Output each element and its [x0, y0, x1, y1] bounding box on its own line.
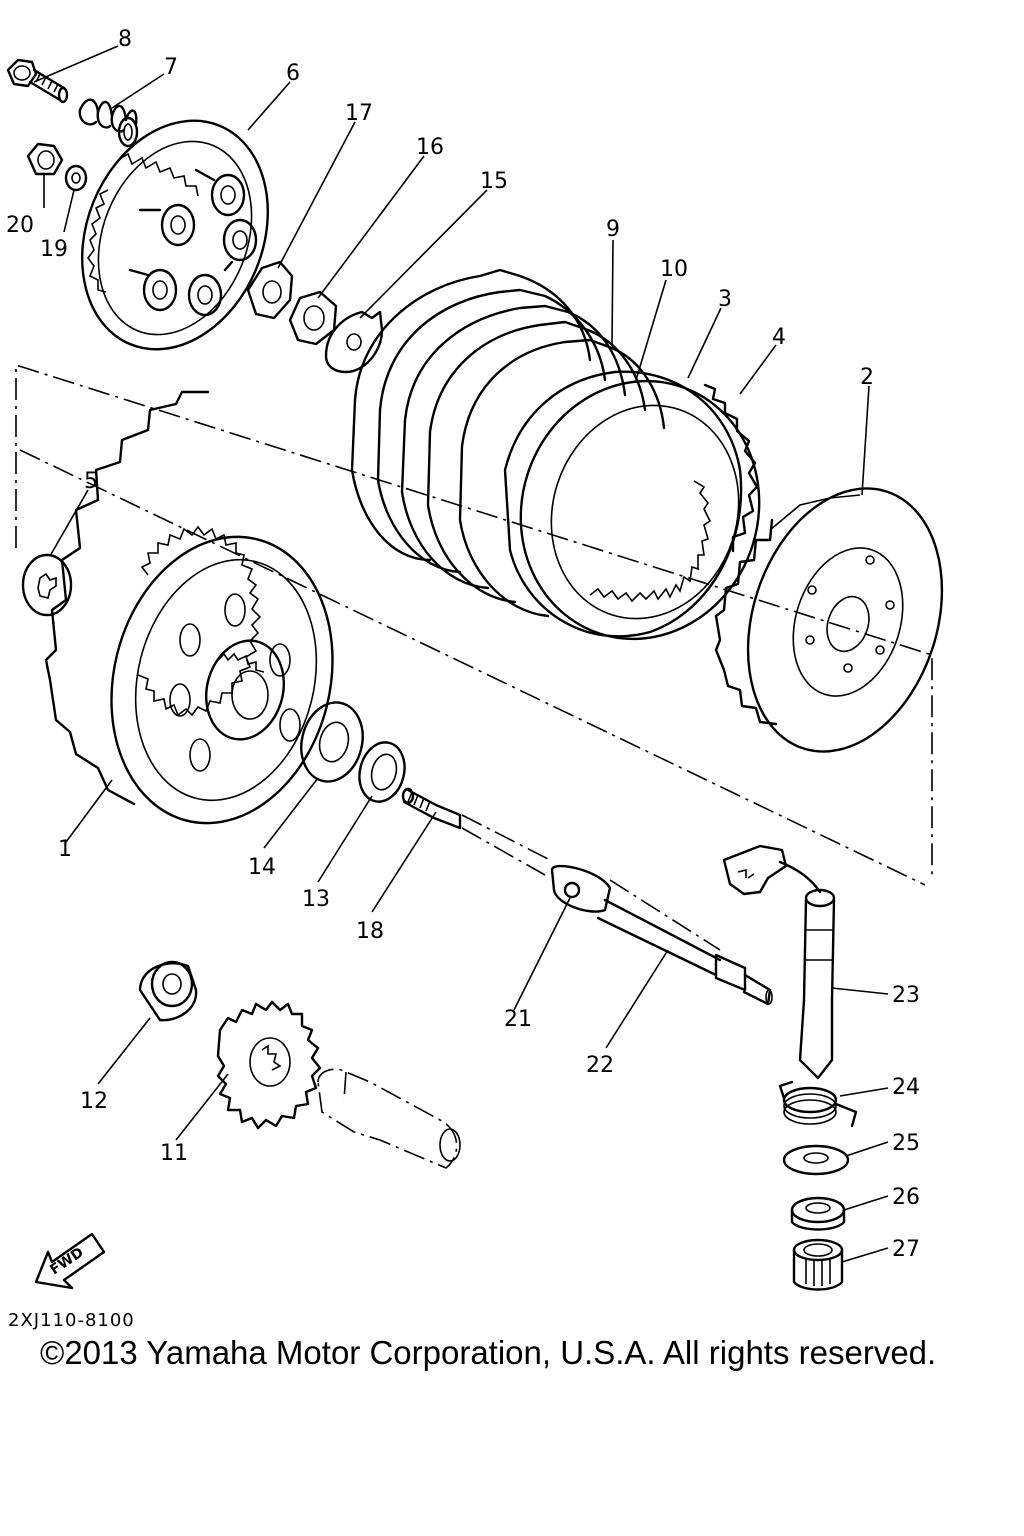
label-part-3[interactable]: 3 [718, 287, 732, 312]
part-27-bearing[interactable] [792, 1238, 844, 1291]
label-part-20[interactable]: 20 [6, 213, 34, 238]
part-22-push-rod-long[interactable] [550, 864, 773, 1006]
label-part-25[interactable]: 25 [892, 1131, 920, 1156]
fwd-arrow: FWD [34, 1232, 106, 1290]
copyright-notice: ©2013 Yamaha Motor Corporation, U.S.A. A… [40, 1334, 937, 1371]
part-24-spring[interactable] [778, 1080, 858, 1128]
label-part-11[interactable]: 11 [160, 1141, 188, 1166]
label-part-17[interactable]: 17 [345, 101, 373, 126]
label-part-7[interactable]: 7 [164, 55, 178, 80]
assembly-boundary [15, 363, 933, 886]
clutch-plate-stack[interactable] [350, 268, 792, 670]
part-23-push-lever[interactable] [722, 844, 836, 1080]
label-part-18[interactable]: 18 [356, 919, 384, 944]
part-18-push-rod[interactable] [401, 787, 551, 876]
clutch-boss-holes [805, 555, 895, 673]
label-part-1[interactable]: 1 [58, 837, 72, 862]
fwd-label: FWD [47, 1245, 86, 1279]
label-part-5[interactable]: 5 [84, 469, 98, 494]
label-part-13[interactable]: 13 [302, 887, 330, 912]
part-5-lock-washer[interactable] [21, 553, 73, 617]
part-25-washer[interactable] [782, 1144, 850, 1176]
part-20-nut[interactable] [26, 142, 64, 176]
leader-lines [33, 45, 889, 1263]
label-part-22[interactable]: 22 [586, 1053, 614, 1078]
pressure-plate-bosses [128, 168, 258, 317]
label-part-10[interactable]: 10 [660, 257, 688, 282]
part-26-oil-seal[interactable] [790, 1196, 846, 1231]
part-17-lock-washer[interactable] [246, 260, 294, 320]
label-part-9[interactable]: 9 [606, 217, 620, 242]
part-11-primary-drive-gear[interactable] [216, 1000, 322, 1130]
part-1-clutch-housing[interactable] [44, 390, 362, 847]
part-8-bolt[interactable] [6, 58, 69, 104]
label-part-2[interactable]: 2 [860, 365, 874, 390]
part-15-cam-plate[interactable] [324, 310, 384, 374]
label-part-19[interactable]: 19 [40, 237, 68, 262]
part-7-spring[interactable] [78, 98, 139, 148]
label-part-8[interactable]: 8 [118, 27, 132, 52]
part-14-thrust-washer[interactable] [293, 696, 371, 788]
part-labels: 8 7 6 17 16 15 20 19 9 10 3 4 2 5 1 14 1… [6, 27, 920, 1262]
label-part-12[interactable]: 12 [80, 1089, 108, 1114]
part-13-washer[interactable] [353, 738, 410, 807]
label-part-26[interactable]: 26 [892, 1185, 920, 1210]
crankshaft-phantom [317, 1068, 461, 1169]
label-part-14[interactable]: 14 [248, 855, 276, 880]
part-12-nut[interactable] [138, 960, 198, 1022]
part-2-clutch-boss[interactable] [714, 463, 974, 777]
label-part-15[interactable]: 15 [480, 169, 508, 194]
label-part-21[interactable]: 21 [504, 1007, 532, 1032]
label-part-23[interactable]: 23 [892, 983, 920, 1008]
diagram-code: 2XJ110-8100 [8, 1310, 135, 1331]
label-part-24[interactable]: 24 [892, 1075, 920, 1100]
label-part-16[interactable]: 16 [416, 135, 444, 160]
housing-holes [169, 593, 301, 772]
label-part-6[interactable]: 6 [286, 61, 300, 86]
part-19-washer[interactable] [64, 164, 88, 192]
label-part-27[interactable]: 27 [892, 1237, 920, 1262]
part-21-ball[interactable] [563, 881, 581, 899]
label-part-4[interactable]: 4 [772, 325, 786, 350]
part-6-pressure-plate[interactable] [49, 93, 301, 378]
part-16-nut[interactable] [288, 290, 338, 346]
